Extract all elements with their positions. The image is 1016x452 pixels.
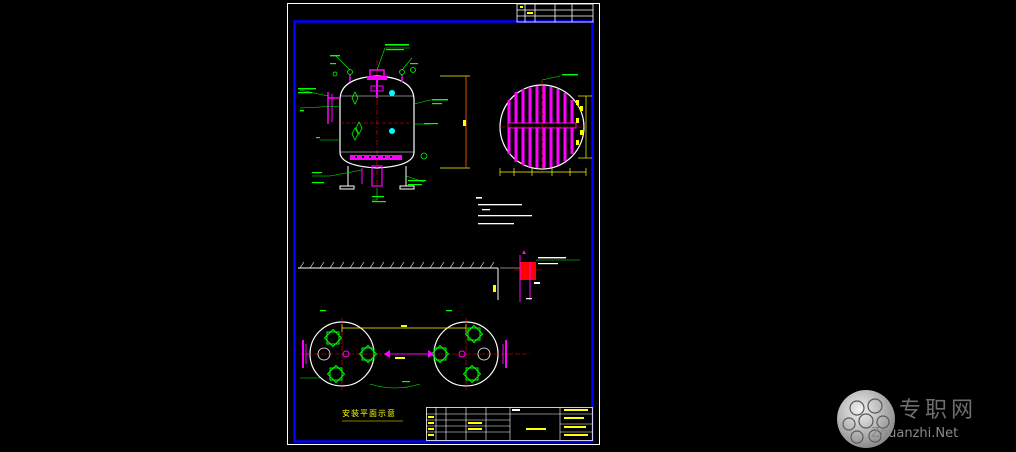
- watermark-chinese-text: 专职网: [899, 398, 978, 423]
- drawing-frame: [293, 20, 594, 443]
- distributor-section-view: [499, 74, 592, 176]
- installation-plan-view: [298, 261, 530, 390]
- watermark-english-text: Zhuanzhi.Net: [871, 426, 959, 441]
- vessel-elevation-view: [298, 44, 470, 203]
- top-title-block: [516, 3, 594, 23]
- support-detail: [500, 250, 580, 302]
- plan-view-caption: 安装平面示意: [342, 409, 396, 418]
- site-watermark: 专职网 Zhuanzhi.Net: [833, 386, 1016, 452]
- technical-notes: [476, 197, 532, 225]
- globe-logo-icon: [837, 390, 895, 448]
- sheet-border: [287, 3, 600, 445]
- title-block: [426, 407, 593, 441]
